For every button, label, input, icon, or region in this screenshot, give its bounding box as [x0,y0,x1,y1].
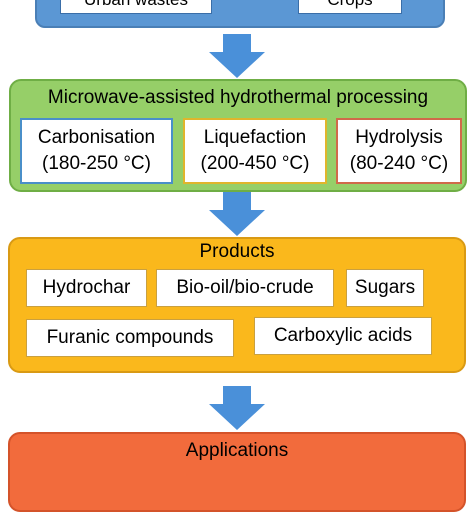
product-bio-oil: Bio-oil/bio-crude [156,269,334,307]
products-title: Products [199,241,275,262]
method-name: Liquefaction [203,127,307,148]
down-arrow-icon [209,386,265,430]
processing-title: Microwave-assisted hydrothermal processi… [47,87,429,108]
down-arrow-icon [209,192,265,236]
method-carbonisation: Carbonisation (180-250 °C) [20,118,173,184]
feedstock-urban-wastes: Urban wastes [60,0,212,14]
method-name: Carbonisation [37,127,156,148]
product-sugars: Sugars [346,269,424,307]
product-carboxylic-acids: Carboxylic acids [254,317,432,355]
product-hydrochar: Hydrochar [26,269,147,307]
method-name: Hydrolysis [355,127,443,148]
method-temperature-range: (200-450 °C) [200,153,310,174]
down-arrow-icon [209,34,265,78]
method-temperature-range: (180-250 °C) [42,153,151,174]
feedstock-crops: Crops [298,0,402,14]
method-liquefaction: Liquefaction (200-450 °C) [183,118,327,184]
method-hydrolysis: Hydrolysis (80-240 °C) [336,118,462,184]
product-furanic-compounds: Furanic compounds [26,319,234,357]
method-temperature-range: (80-240 °C) [349,153,449,174]
applications-title: Applications [185,440,289,461]
